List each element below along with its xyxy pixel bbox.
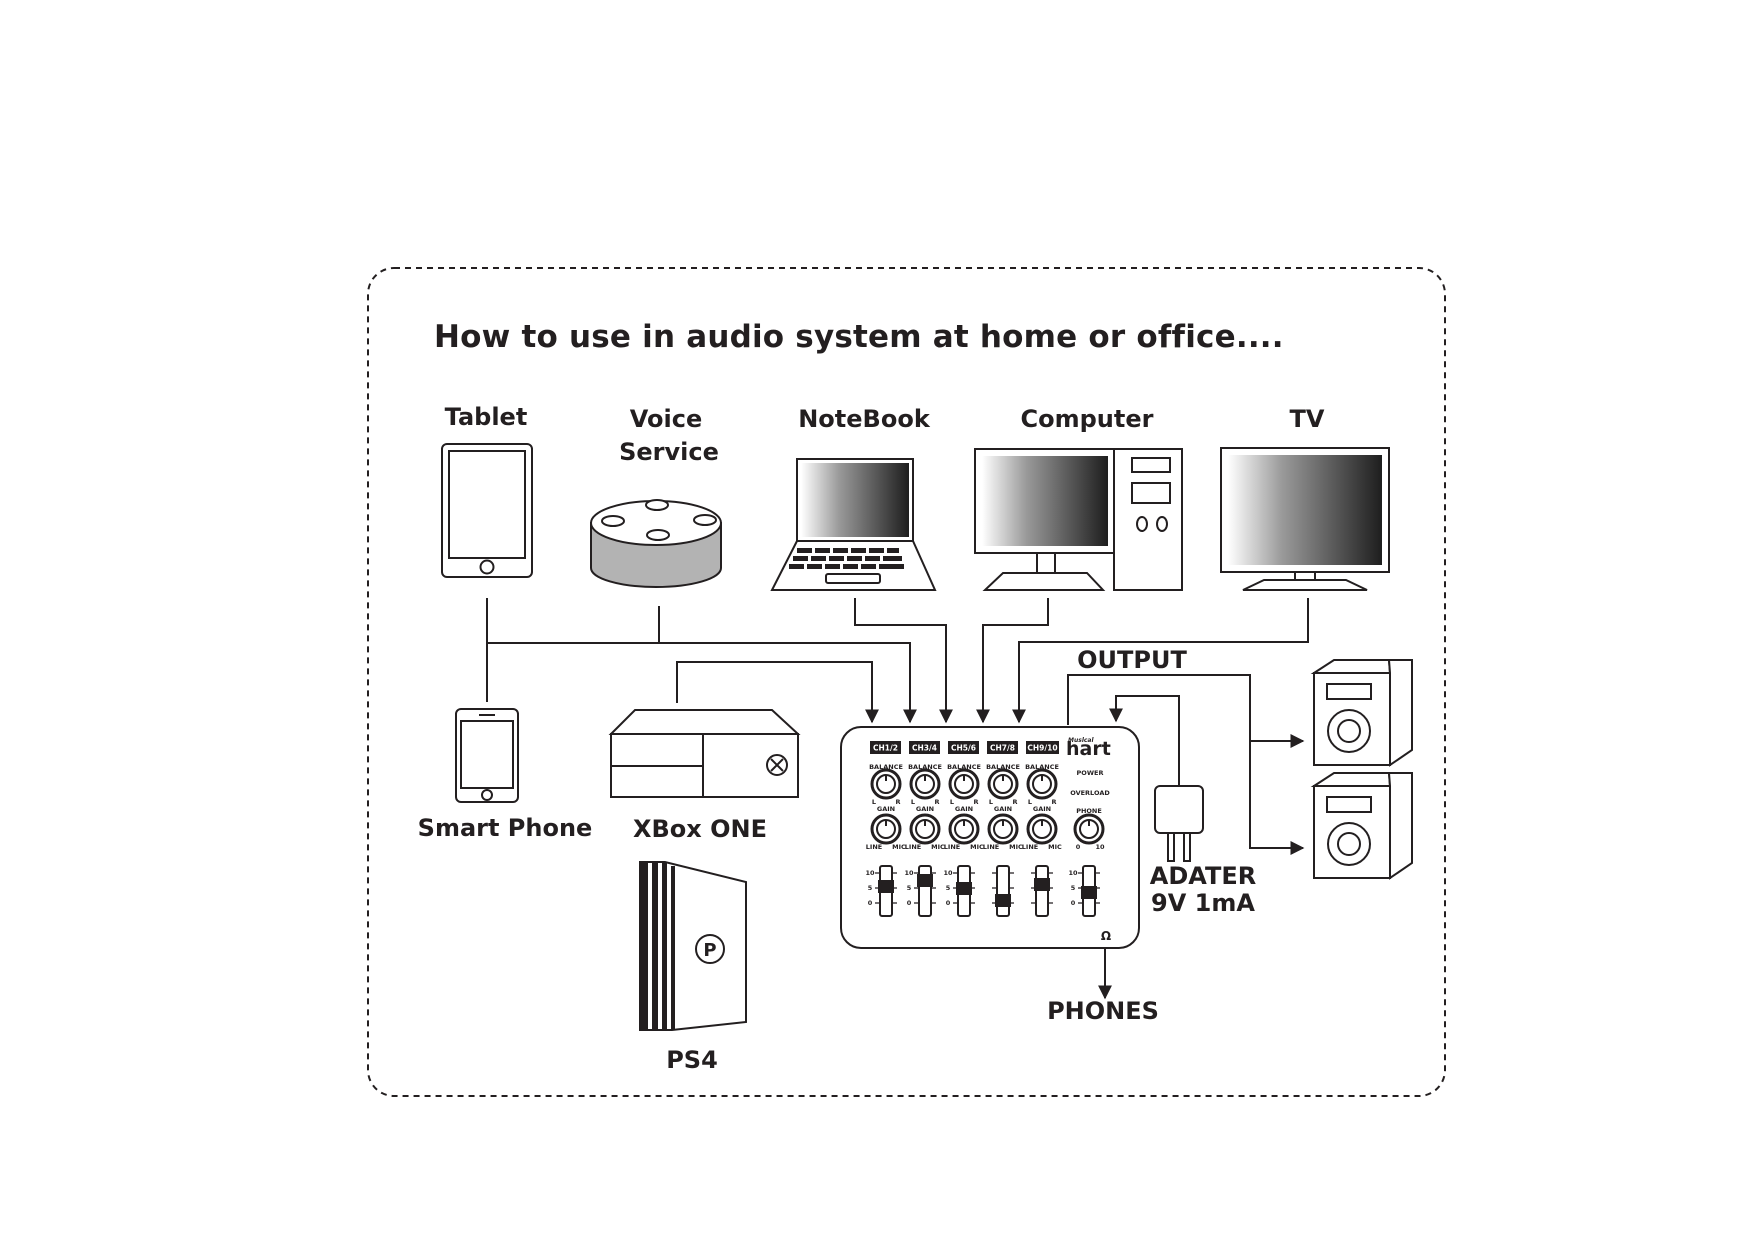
svg-text:R: R	[934, 798, 939, 806]
svg-text:BALANCE: BALANCE	[908, 763, 942, 771]
svg-text:LINE: LINE	[944, 843, 960, 851]
label-voice-service-2: Service	[619, 438, 719, 466]
channel-label-5: CH9/10	[1027, 744, 1057, 753]
svg-text:MIC: MIC	[931, 843, 945, 851]
smartphone-icon	[455, 708, 519, 803]
svg-text:GAIN: GAIN	[916, 805, 934, 813]
svg-text:MIC: MIC	[1048, 843, 1062, 851]
svg-text:BALANCE: BALANCE	[947, 763, 981, 771]
tv-icon	[1220, 447, 1390, 591]
label-computer: Computer	[1021, 405, 1154, 433]
svg-text:R: R	[1051, 798, 1056, 806]
svg-text:0: 0	[1076, 843, 1081, 851]
connection-lines	[486, 598, 1309, 1000]
svg-text:L: L	[872, 798, 876, 806]
svg-text:10: 10	[904, 869, 914, 877]
svg-text:10: 10	[1068, 869, 1078, 877]
label-output: OUTPUT	[1077, 646, 1187, 674]
svg-text:5: 5	[1071, 884, 1076, 892]
svg-text:5: 5	[868, 884, 873, 892]
channel-label-2: CH3/4	[912, 744, 937, 753]
label-smart-phone: Smart Phone	[418, 814, 593, 842]
speaker-bottom-icon	[1310, 772, 1413, 880]
svg-text:0: 0	[946, 899, 951, 907]
power-adapter-icon	[1154, 785, 1204, 862]
svg-text:0: 0	[1071, 899, 1076, 907]
svg-text:10: 10	[1095, 843, 1105, 851]
svg-text:GAIN: GAIN	[877, 805, 895, 813]
svg-text:R: R	[1012, 798, 1017, 806]
dashed-frame	[367, 267, 1446, 1097]
svg-text:MIC: MIC	[1009, 843, 1023, 851]
svg-text:MIC: MIC	[892, 843, 906, 851]
overload-indicator-label: OVERLOAD	[1070, 789, 1110, 797]
svg-text:L: L	[1028, 798, 1032, 806]
label-xbox: XBox ONE	[633, 815, 767, 843]
svg-text:L: L	[911, 798, 915, 806]
laptop-icon	[770, 458, 937, 591]
ps4-console-icon: P	[639, 861, 747, 1031]
label-adapter-2: 9V 1mA	[1151, 889, 1255, 917]
svg-text:5: 5	[907, 884, 912, 892]
desktop-computer-icon	[974, 448, 1183, 591]
headphone-jack-icon: Ω	[1101, 929, 1111, 943]
svg-text:P: P	[703, 940, 716, 961]
svg-text:LINE: LINE	[1022, 843, 1038, 851]
label-phones: PHONES	[1047, 997, 1159, 1025]
phone-volume-knob	[1073, 813, 1105, 845]
label-adapter-1: ADATER	[1150, 862, 1256, 890]
playstation-logo-icon	[695, 934, 725, 964]
svg-text:BALANCE: BALANCE	[1025, 763, 1059, 771]
svg-text:10: 10	[865, 869, 875, 877]
channel-label-1: CH1/2	[873, 744, 898, 753]
svg-text:GAIN: GAIN	[1033, 805, 1051, 813]
tablet-icon	[441, 443, 533, 578]
svg-text:GAIN: GAIN	[994, 805, 1012, 813]
phone-knob-label: PHONE	[1076, 807, 1102, 815]
svg-text:R: R	[895, 798, 900, 806]
svg-text:BALANCE: BALANCE	[869, 763, 903, 771]
channel-label-3: CH5/6	[951, 744, 976, 753]
label-tv: TV	[1290, 405, 1325, 433]
channel-label-4: CH7/8	[990, 744, 1015, 753]
svg-text:0: 0	[907, 899, 912, 907]
label-tablet: Tablet	[445, 403, 528, 431]
power-indicator-label: POWER	[1077, 769, 1104, 777]
channel-faders: 10 5 0 10 5 0 10 5 0 10 5 0	[865, 865, 1100, 917]
xbox-console-icon	[608, 709, 801, 798]
svg-text:MIC: MIC	[970, 843, 984, 851]
balance-knobs: BALANCE BALANCE BALANCE BALANCE BALANCE …	[869, 763, 1059, 806]
speaker-top-icon	[1310, 659, 1413, 767]
smart-speaker-icon	[590, 499, 722, 588]
svg-text:BALANCE: BALANCE	[986, 763, 1020, 771]
svg-text:LINE: LINE	[866, 843, 882, 851]
svg-text:GAIN: GAIN	[955, 805, 973, 813]
audio-mixer: Muslcal hart CH1/2 CH3/4 CH5/6 CH7/8 CH9…	[840, 726, 1140, 949]
label-voice-service-1: Voice	[630, 405, 702, 433]
svg-text:L: L	[989, 798, 993, 806]
svg-text:LINE: LINE	[905, 843, 921, 851]
mixer-brand-small: Muslcal	[1068, 737, 1094, 744]
svg-text:0: 0	[868, 899, 873, 907]
svg-text:LINE: LINE	[983, 843, 999, 851]
svg-text:L: L	[950, 798, 954, 806]
label-ps4: PS4	[666, 1046, 718, 1074]
label-notebook: NoteBook	[798, 405, 931, 433]
page-title: How to use in audio system at home or of…	[434, 319, 1284, 355]
svg-text:5: 5	[946, 884, 951, 892]
svg-text:10: 10	[943, 869, 953, 877]
mixer-brand: hart	[1066, 738, 1111, 760]
svg-text:R: R	[973, 798, 978, 806]
